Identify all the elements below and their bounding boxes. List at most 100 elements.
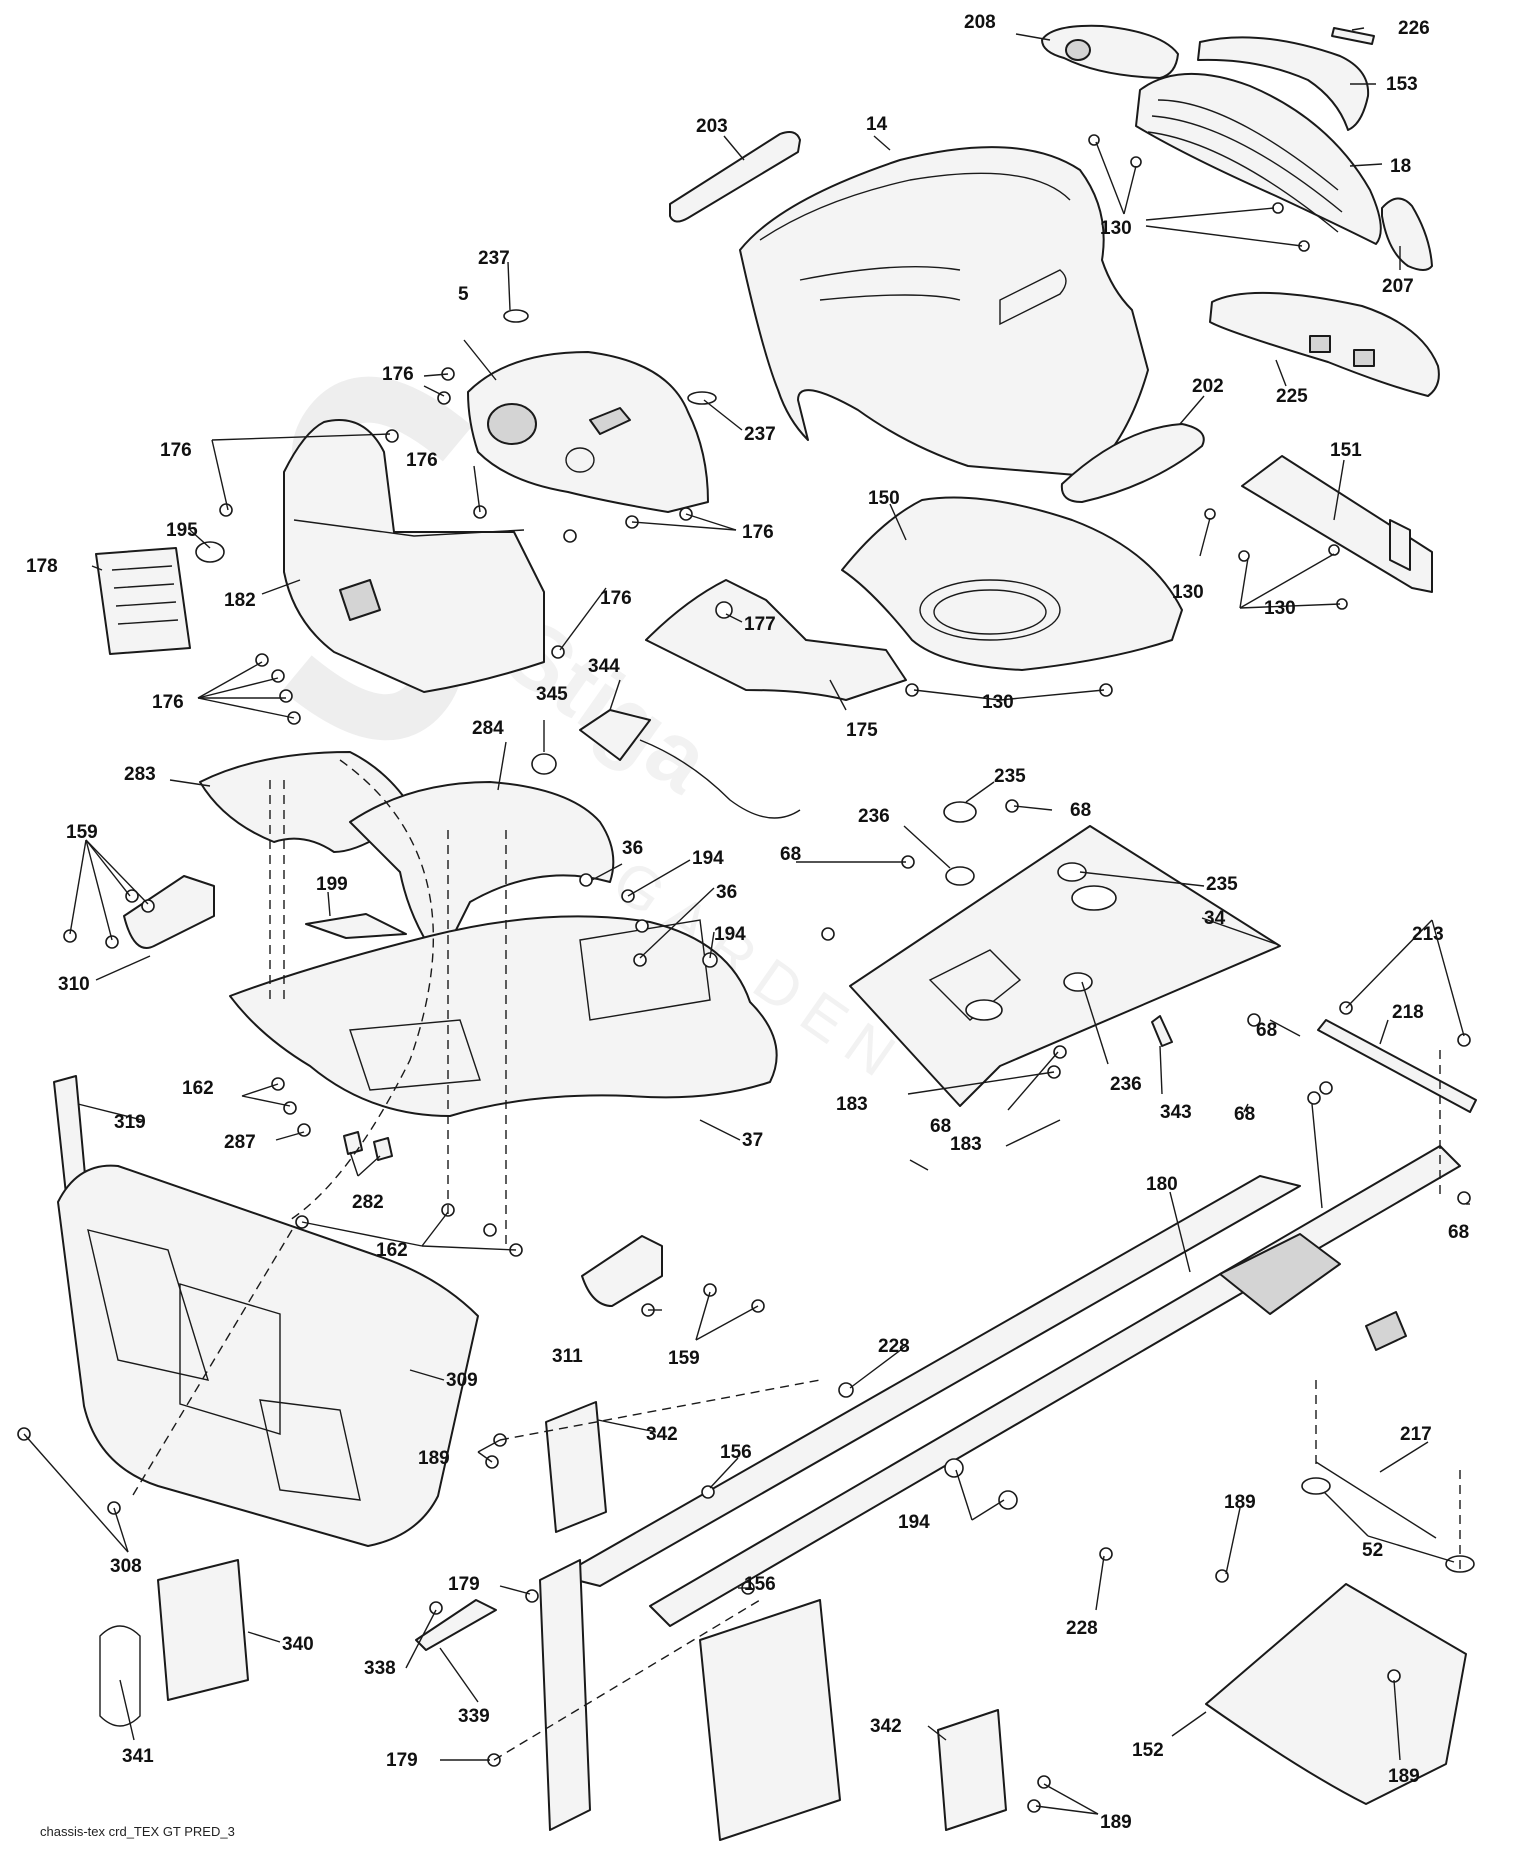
part-37-fender-pan [229,915,778,1117]
callout-341: 341 [122,1746,154,1767]
callout-130-c: 130 [1264,598,1296,619]
callout-194-b: 194 [714,924,746,945]
callout-176-c: 176 [406,450,438,471]
callout-130-b: 130 [1172,582,1204,603]
callout-319: 319 [114,1112,146,1133]
part-208-light-lens [1041,24,1179,79]
part-207-light [1381,197,1433,271]
callout-36-a: 36 [622,838,643,859]
part-18-grille [1135,72,1382,245]
callout-284: 284 [472,718,504,739]
part-343-bracket [1151,1015,1173,1047]
part-203-strip [669,131,801,223]
part-175-bracket [645,579,907,701]
part-178-vent [95,547,191,655]
callout-217: 217 [1400,1424,1432,1445]
alignment-lines [129,759,1461,1761]
part-339-lever [415,1599,497,1651]
callout-68-e: 68 [930,1116,951,1137]
part-345-cap [531,753,557,775]
callout-178: 178 [26,556,58,577]
callout-343: 343 [1160,1102,1192,1123]
part-225-lower-grille [1209,291,1440,397]
part-236-bush-a [945,866,975,886]
part-237-plug-a [503,309,529,323]
callout-150: 150 [868,488,900,509]
callout-162-a: 162 [182,1078,214,1099]
part-237-plug-b [687,391,717,405]
part-342-plate-b [937,1709,1007,1831]
part-182-console [283,419,545,693]
callout-68-b: 68 [780,844,801,865]
leader-lines [23,27,1470,1815]
callout-179-b: 179 [386,1750,418,1771]
callout-235-b: 235 [1206,874,1238,895]
callout-68-a: 68 [1070,800,1091,821]
callout-36-b: 36 [716,882,737,903]
part-150-shroud [841,496,1183,671]
callout-189-a: 189 [418,1448,450,1469]
callout-345: 345 [536,684,568,705]
callout-339: 339 [458,1706,490,1727]
callout-152: 152 [1132,1740,1164,1761]
callout-344: 344 [588,656,620,677]
part-236-bush-b [1063,972,1093,992]
part-199-clip [305,913,407,939]
callout-52: 52 [1362,1540,1383,1561]
callout-151: 151 [1330,440,1362,461]
callout-189-d: 189 [1100,1812,1132,1833]
part-311-bracket [581,1235,663,1307]
callout-338: 338 [364,1658,396,1679]
part-226-clip [1331,27,1375,45]
callout-228-a: 228 [878,1336,910,1357]
callout-237-a: 237 [478,248,510,269]
part-341-spring [99,1625,141,1727]
part-342-plate-a [545,1401,607,1533]
callout-159-a: 159 [66,822,98,843]
callout-308: 308 [110,1556,142,1577]
callout-180: 180 [1146,1174,1178,1195]
part-202-handle [1060,423,1205,503]
callout-153: 153 [1386,74,1418,95]
callout-207: 207 [1382,276,1414,297]
part-52-bush-a [1301,1477,1331,1495]
callout-159-b: 159 [668,1348,700,1369]
callout-283: 283 [124,764,156,785]
callout-68-f: 68 [1448,1222,1469,1243]
callout-182: 182 [224,590,256,611]
callout-199: 199 [316,874,348,895]
callout-5: 5 [458,284,469,305]
callout-183-a: 183 [836,1094,868,1115]
callout-176-d: 176 [742,522,774,543]
callout-213: 213 [1412,924,1444,945]
callout-194-a: 194 [692,848,724,869]
part-235-spacer-a [943,801,977,823]
part-152-skid [1205,1583,1467,1805]
callout-202: 202 [1192,376,1224,397]
part-14-hood [739,146,1149,477]
callout-37: 37 [742,1130,763,1151]
callout-194-c: 194 [898,1512,930,1533]
callout-183-b: 183 [950,1134,982,1155]
callout-287: 287 [224,1132,256,1153]
callout-189-c: 189 [1388,1766,1420,1787]
part-5-dash-panel [467,351,709,513]
callout-342-b: 342 [870,1716,902,1737]
part-217-rod [1315,1461,1437,1539]
part-309-front-frame [57,1164,479,1547]
callout-195: 195 [166,520,198,541]
callout-177: 177 [744,614,776,635]
callout-176-a: 176 [382,364,414,385]
callout-208: 208 [964,12,996,33]
callout-342-a: 342 [646,1424,678,1445]
callout-156-b: 156 [744,1574,776,1595]
part-151-bracket [1241,455,1433,593]
callout-176-b: 176 [160,440,192,461]
callout-176-e: 176 [600,588,632,609]
part-340-plate [157,1559,249,1701]
callout-237-b: 237 [744,424,776,445]
callout-310: 310 [58,974,90,995]
callout-235-a: 235 [994,766,1026,787]
callout-130-d: 130 [982,692,1014,713]
